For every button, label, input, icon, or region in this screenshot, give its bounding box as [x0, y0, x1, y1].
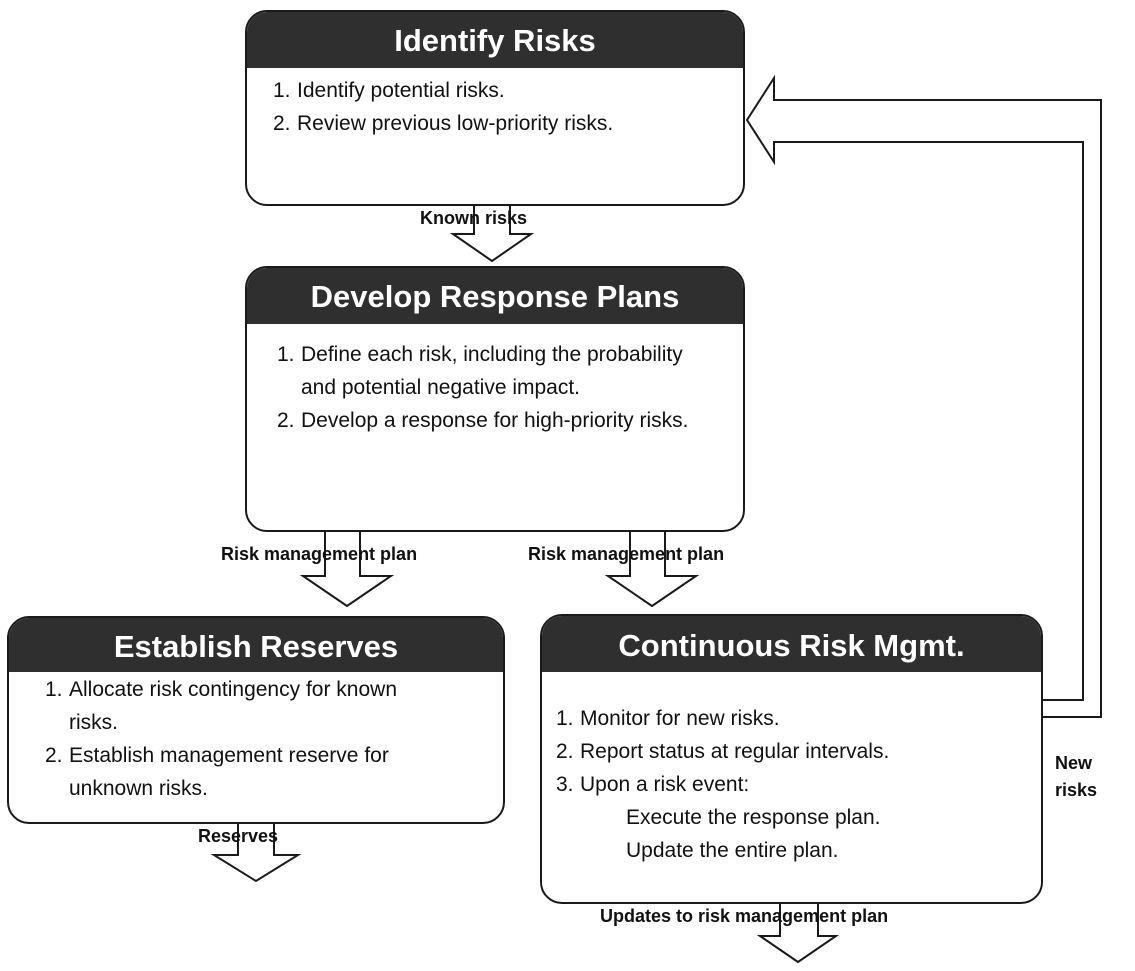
develop-response-plans-box: Develop Response Plans 1. Define each ri… — [245, 266, 745, 532]
item-number: 2. — [556, 740, 574, 763]
label-reserves: Reserves — [198, 826, 279, 846]
item-text: Establish management reserve for unknown… — [69, 744, 389, 800]
label-new-risks-line1: New — [1055, 753, 1093, 773]
list-item: 2. Review previous low-priority risks. — [273, 107, 723, 140]
arrow-plan-left — [299, 529, 395, 608]
list-item: 1. Define each risk, including the proba… — [277, 338, 709, 404]
continuous-risk-mgmt-list: 1. Monitor for new risks. 2. Report stat… — [542, 672, 1041, 867]
item-number: 3. — [556, 773, 574, 796]
item-text: Monitor for new risks. — [580, 707, 780, 730]
item-number: 1. — [273, 79, 291, 102]
list-item: 2. Develop a response for high-priority … — [277, 404, 709, 437]
sub-item: Execute the response plan. — [626, 806, 881, 829]
item-text: Identify potential risks. — [297, 79, 505, 102]
label-new-risks: New risks — [1055, 750, 1097, 804]
list-item: 2. Establish management reserve for unkn… — [45, 739, 443, 805]
label-risk-management-plan-left: Risk management plan — [221, 544, 418, 564]
arrow-plan-right — [604, 529, 700, 608]
continuous-risk-mgmt-box: Continuous Risk Mgmt. 1. Monitor for new… — [540, 614, 1043, 904]
arrow-updates — [756, 899, 840, 964]
establish-reserves-box: Establish Reserves 1. Allocate risk cont… — [7, 616, 505, 824]
item-number: 1. — [277, 343, 295, 366]
arrow-known-risks — [449, 203, 535, 263]
arrow-new-risks — [745, 74, 1102, 718]
list-item: 3. Upon a risk event: — [556, 768, 1031, 801]
item-number: 2. — [277, 409, 295, 432]
item-number: 1. — [45, 678, 63, 701]
item-text: Develop a response for high-priority ris… — [301, 409, 689, 432]
item-text: Review previous low-priority risks. — [297, 112, 614, 135]
identify-risks-list: 1. Identify potential risks. 2. Review p… — [247, 68, 743, 140]
continuous-risk-mgmt-title: Continuous Risk Mgmt. — [542, 616, 1041, 672]
label-updates-to-risk-management-plan: Updates to risk management plan — [600, 906, 889, 926]
item-number: 2. — [273, 112, 291, 135]
item-text: Allocate risk contingency for known risk… — [69, 678, 397, 734]
list-item: 1. Allocate risk contingency for known r… — [45, 673, 443, 739]
item-number: 1. — [556, 707, 574, 730]
label-known-risks: Known risks — [420, 208, 528, 228]
item-number: 2. — [45, 744, 63, 767]
sub-item: Update the entire plan. — [626, 839, 839, 862]
item-text: Upon a risk event: — [580, 773, 750, 796]
establish-reserves-title: Establish Reserves — [9, 618, 503, 672]
label-risk-management-plan-right: Risk management plan — [528, 544, 725, 564]
list-item: 1. Monitor for new risks. — [556, 702, 1031, 735]
develop-response-plans-list: 1. Define each risk, including the proba… — [247, 324, 743, 437]
identify-risks-box: Identify Risks 1. Identify potential ris… — [245, 10, 745, 206]
list-item: 1. Identify potential risks. — [273, 74, 723, 107]
label-new-risks-line2: risks — [1055, 780, 1098, 800]
arrow-reserves — [210, 821, 302, 883]
develop-response-plans-title: Develop Response Plans — [247, 268, 743, 324]
establish-reserves-list: 1. Allocate risk contingency for known r… — [9, 672, 503, 805]
identify-risks-title: Identify Risks — [247, 12, 743, 68]
item-text: Report status at regular intervals. — [580, 740, 890, 763]
item-text: Define each risk, including the probabil… — [301, 343, 683, 399]
list-item: 2. Report status at regular intervals. — [556, 735, 1031, 768]
